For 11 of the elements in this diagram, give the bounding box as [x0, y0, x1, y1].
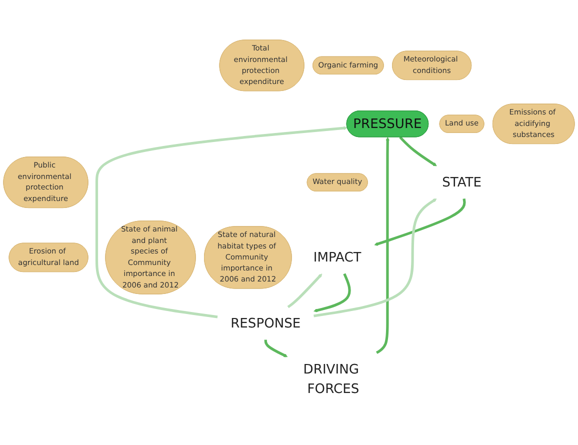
node-text: RESPONSE [230, 316, 301, 332]
arrow [264, 340, 288, 358]
node-text: STATE [442, 174, 482, 190]
arrow [314, 198, 437, 318]
node-text: IMPACT [313, 250, 362, 266]
arrow [314, 273, 351, 312]
arrow [287, 274, 322, 308]
arrow [95, 126, 348, 318]
arrow [376, 136, 390, 354]
arrow [399, 136, 437, 166]
node-text: DRIVING FORCES [303, 362, 360, 396]
